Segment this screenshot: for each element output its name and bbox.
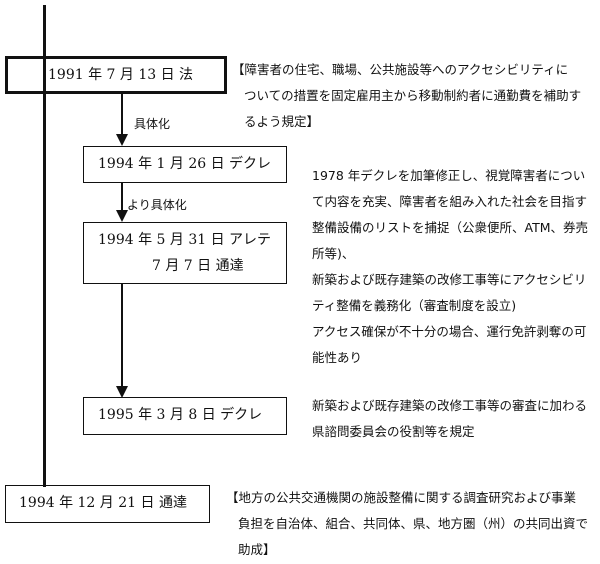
edge-label-concretize: 具体化 — [134, 117, 171, 131]
edge-line — [121, 183, 123, 211]
note-line: ティ整備を義務化（審査制度を設立) — [312, 298, 517, 313]
note-line: て内容を充実、障害者を組み入れた社会を目指す — [312, 194, 588, 209]
edge-line — [121, 94, 123, 136]
note-line: 能性あり — [312, 350, 363, 365]
node-law-1991: 1991 年 7 月 13 日 法 — [5, 56, 227, 94]
arrow-down-icon — [116, 210, 128, 222]
note-line: 1978 年デクレを加筆修正し、視覚障害者につい — [312, 168, 586, 183]
note-decret-1995: 新築および既存建築の改修工事等の審査に加わる 県諮問委員会の役割等を規定 — [312, 393, 587, 445]
main-timeline-line — [43, 5, 46, 487]
node-label: 1995 年 3 月 8 日 デクレ — [98, 407, 263, 423]
note-line: るよう規定】 — [244, 114, 320, 129]
arrow-down-icon — [116, 134, 128, 146]
arrow-down-icon — [116, 386, 128, 398]
node-label: 1994 年 12 月 21 日 通達 — [19, 495, 187, 511]
note-line: 【地方の公共交通機関の施設整備に関する調査研究および事業 — [226, 490, 577, 505]
note-line: 所等)、 — [312, 246, 355, 261]
note-line: 負担を自治体、組合、共同体、県、地方圏（州）の共同出資で — [238, 516, 589, 531]
note-line: ついての措置を固定雇用主から移動制約者に通勤費を補助す — [244, 88, 582, 103]
edge-line — [121, 284, 123, 388]
node-decret-1995: 1995 年 3 月 8 日 デクレ — [83, 397, 287, 435]
note-line: 新築および既存建築の改修工事等の審査に加わる — [312, 398, 588, 413]
edge-label-more-concretize: より具体化 — [127, 198, 187, 212]
node-label: 1994 年 1 月 26 日 デクレ — [98, 156, 272, 172]
note-law-1991: 【障害者の住宅、職場、公共施設等へのアクセシビリティに ついての措置を固定雇用主… — [232, 57, 581, 135]
note-line: アクセス確保が不十分の場合、運行免許剥奪の可 — [312, 324, 587, 339]
note-circular-1994-dec: 【地方の公共交通機関の施設整備に関する調査研究および事業 負担を自治体、組合、共… — [226, 485, 588, 563]
node-label: 1991 年 7 月 13 日 法 — [48, 67, 194, 83]
node-arrete-1994: 1994 年 5 月 31 日 アレテ 7 月 7 日 通達 — [83, 222, 287, 284]
node-circular-1994-dec: 1994 年 12 月 21 日 通達 — [5, 485, 210, 523]
note-line: 【障害者の住宅、職場、公共施設等へのアクセシビリティに — [232, 62, 569, 77]
node-label: 1994 年 5 月 31 日 アレテ — [98, 232, 272, 248]
note-line: 助成】 — [238, 542, 276, 557]
node-decret-1994-jan: 1994 年 1 月 26 日 デクレ — [83, 146, 287, 183]
note-line: 県諮問委員会の役割等を規定 — [312, 424, 475, 439]
note-line: 整備設備のリストを捕捉（公衆便所、ATM、券売 — [312, 220, 589, 235]
note-line: 新築および既存建築の改修工事等にアクセシビリ — [312, 272, 587, 287]
node-label-sub: 7 月 7 日 通達 — [152, 258, 244, 274]
note-decret-arrete: 1978 年デクレを加筆修正し、視覚障害者につい て内容を充実、障害者を組み入れ… — [312, 163, 588, 371]
